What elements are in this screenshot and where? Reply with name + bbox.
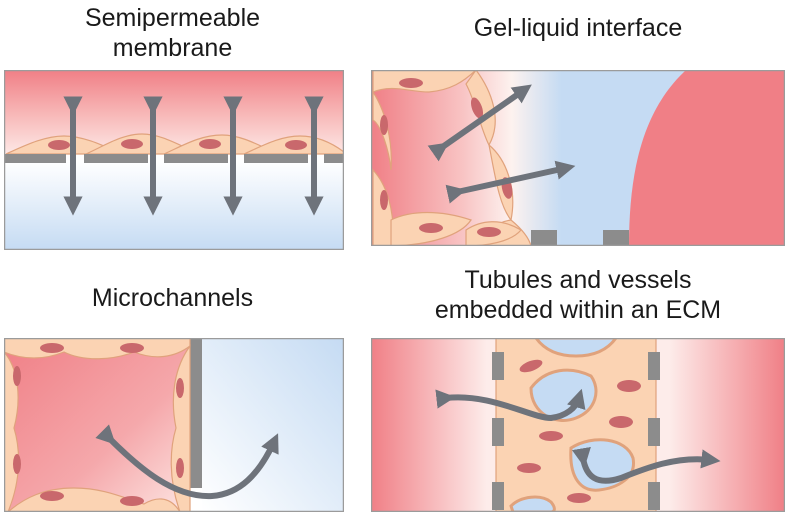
title-line-2: membrane [112,34,233,62]
transport-arrow [95,424,279,500]
panel-title-microchannels: Microchannels [0,283,345,313]
panel-semipermeable-membrane [4,70,344,250]
panel-border [371,338,785,512]
title-text: Microchannels [91,284,254,312]
transport-arrows [427,84,576,204]
channel-wall [190,338,202,488]
transport-arrows [63,96,324,216]
title-line-2: embedded within an ECM [434,296,722,324]
liquid-region [629,70,785,246]
panel-title-semipermeable: Semipermeable membrane [0,3,345,63]
panel-border [4,70,344,250]
ecm-tissue [495,338,657,512]
cell-nuclei [517,359,641,503]
membrane-posts [492,352,660,510]
panel-tubules-vessels [371,338,785,512]
panel-microchannels [4,338,344,512]
lower-chamber [4,162,344,250]
panel-gel-liquid-interface [371,70,785,246]
title-line-1: Semipermeable [84,4,261,32]
transport-arrows [435,388,721,484]
title-text: Gel-liquid interface [473,14,683,42]
title-line-1: Tubules and vessels [464,266,692,294]
membrane-posts [531,230,629,246]
panel-title-tubules: Tubules and vessels embedded within an E… [372,265,784,325]
panel-border [371,70,785,246]
channel-lumen [4,338,190,512]
panel-border [4,338,344,512]
membrane [4,154,344,163]
panel-title-gel-liquid: Gel-liquid interface [372,13,784,43]
adjacent-chamber [202,338,344,512]
cell-nuclei [13,343,184,506]
